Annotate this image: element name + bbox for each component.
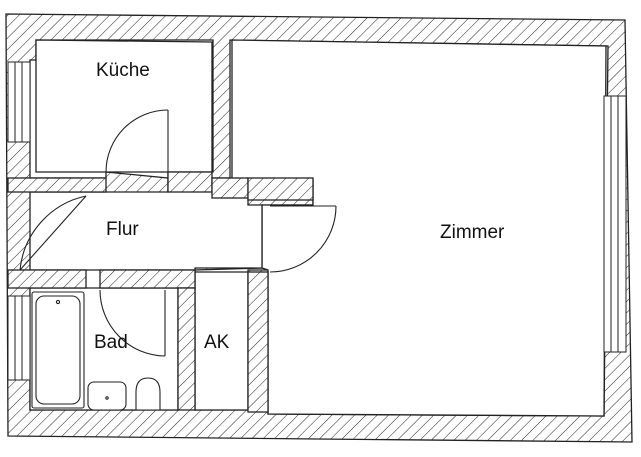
room-label-flur: Flur xyxy=(106,219,139,240)
room-label-bad: Bad xyxy=(94,332,128,353)
wall-stubs xyxy=(7,171,314,413)
door-swings xyxy=(19,109,337,357)
room-label-zimmer: Zimmer xyxy=(440,222,505,243)
room-label-ak: AK xyxy=(204,332,230,353)
toilet xyxy=(135,377,161,411)
room-label-kueche: Küche xyxy=(96,60,150,81)
washbasin xyxy=(87,381,127,411)
bathroom-fixtures xyxy=(31,291,161,411)
windows xyxy=(7,61,627,381)
